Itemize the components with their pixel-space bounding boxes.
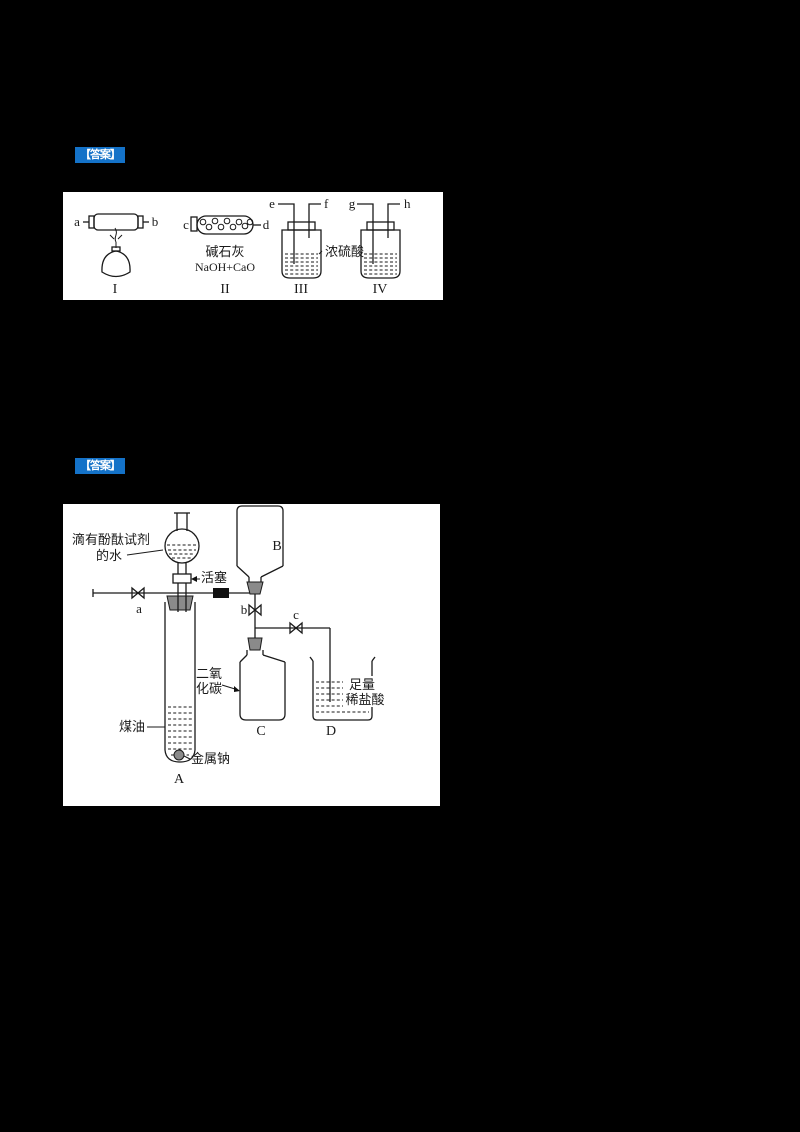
sodium-ball — [173, 749, 185, 761]
port-h-label: h — [404, 196, 411, 211]
co2-label-line2: 化碳 — [196, 681, 222, 696]
co2-arrow-line — [221, 684, 236, 690]
sulfuric-acid-label: 浓硫酸 — [325, 244, 364, 259]
co2-label-line1: 二氧 — [196, 666, 222, 681]
tube-connector — [213, 588, 229, 598]
port-a-label: a — [74, 214, 80, 229]
valve-b-label: b — [241, 602, 248, 617]
funnel-content-label-line1: 滴有酚酞试剂 — [72, 532, 150, 547]
port-f-label: f — [324, 196, 329, 211]
test-tube-a-stopper — [166, 595, 194, 611]
sodium-label: 金属钠 — [191, 751, 230, 766]
valve-c-label: c — [293, 607, 299, 622]
port-d-label: d — [263, 217, 270, 232]
funnel-content-label-line2: 的水 — [96, 548, 122, 563]
acid-label-line1: 足量 — [349, 677, 375, 692]
acid-label-backdrop — [343, 676, 390, 707]
funnel-label-leader — [126, 549, 164, 556]
funnel-stopcock — [172, 573, 192, 584]
port-g-label: g — [349, 196, 356, 211]
drying-tube — [190, 215, 261, 235]
port-e-label: e — [269, 196, 275, 211]
drying-agent-name: 碱石灰 — [205, 244, 244, 259]
bottle-c-label: C — [256, 724, 265, 739]
apparatus-figure-2: 滴有酚酞试剂 的水 活塞 — [63, 504, 440, 806]
answer-badge-1: 【答案】 — [75, 147, 125, 163]
stopcock-label: 活塞 — [201, 570, 227, 585]
combustion-tube-and-lamp — [83, 213, 149, 278]
beaker-d-label: D — [326, 724, 336, 739]
test-tube-a-label: A — [174, 772, 185, 787]
gas-washing-bottle-2 — [357, 203, 401, 279]
apparatus-iv-label: IV — [373, 282, 388, 297]
kerosene-label: 煤油 — [119, 719, 145, 734]
bottle-c-stopper — [247, 637, 263, 651]
bottle-b-label: B — [272, 539, 281, 554]
valve-a-label: a — [136, 601, 142, 616]
bottle-b — [236, 505, 284, 595]
co2-arrow-head — [234, 686, 240, 692]
stopcock-arrow-head — [191, 576, 197, 582]
valve-c — [289, 621, 303, 635]
port-b-label: b — [152, 214, 159, 229]
valve-b — [248, 603, 262, 617]
port-c-label: c — [183, 217, 189, 232]
apparatus-figure-1-drawing: a b I c d 碱石灰 NaOH+CaO II — [74, 196, 411, 297]
separating-funnel — [164, 512, 200, 584]
apparatus-figure-2-drawing: 滴有酚酞试剂 的水 活塞 — [72, 505, 390, 787]
bottle-b-stopper — [246, 581, 264, 595]
bottle-c — [239, 637, 286, 721]
acid-label-line2: 稀盐酸 — [345, 692, 384, 707]
sodium-leader — [183, 755, 191, 760]
apparatus-iii-label: III — [294, 282, 308, 297]
answer-badge-2: 【答案】 — [75, 458, 125, 474]
valve-a — [131, 586, 145, 600]
gas-washing-bottle-1 — [278, 203, 323, 279]
test-tube-a — [164, 583, 196, 763]
apparatus-i-label: I — [113, 282, 118, 297]
apparatus-figure-1: a b I c d 碱石灰 NaOH+CaO II — [63, 192, 443, 300]
apparatus-ii-label: II — [220, 282, 230, 297]
drying-agent-formula: NaOH+CaO — [195, 260, 255, 274]
